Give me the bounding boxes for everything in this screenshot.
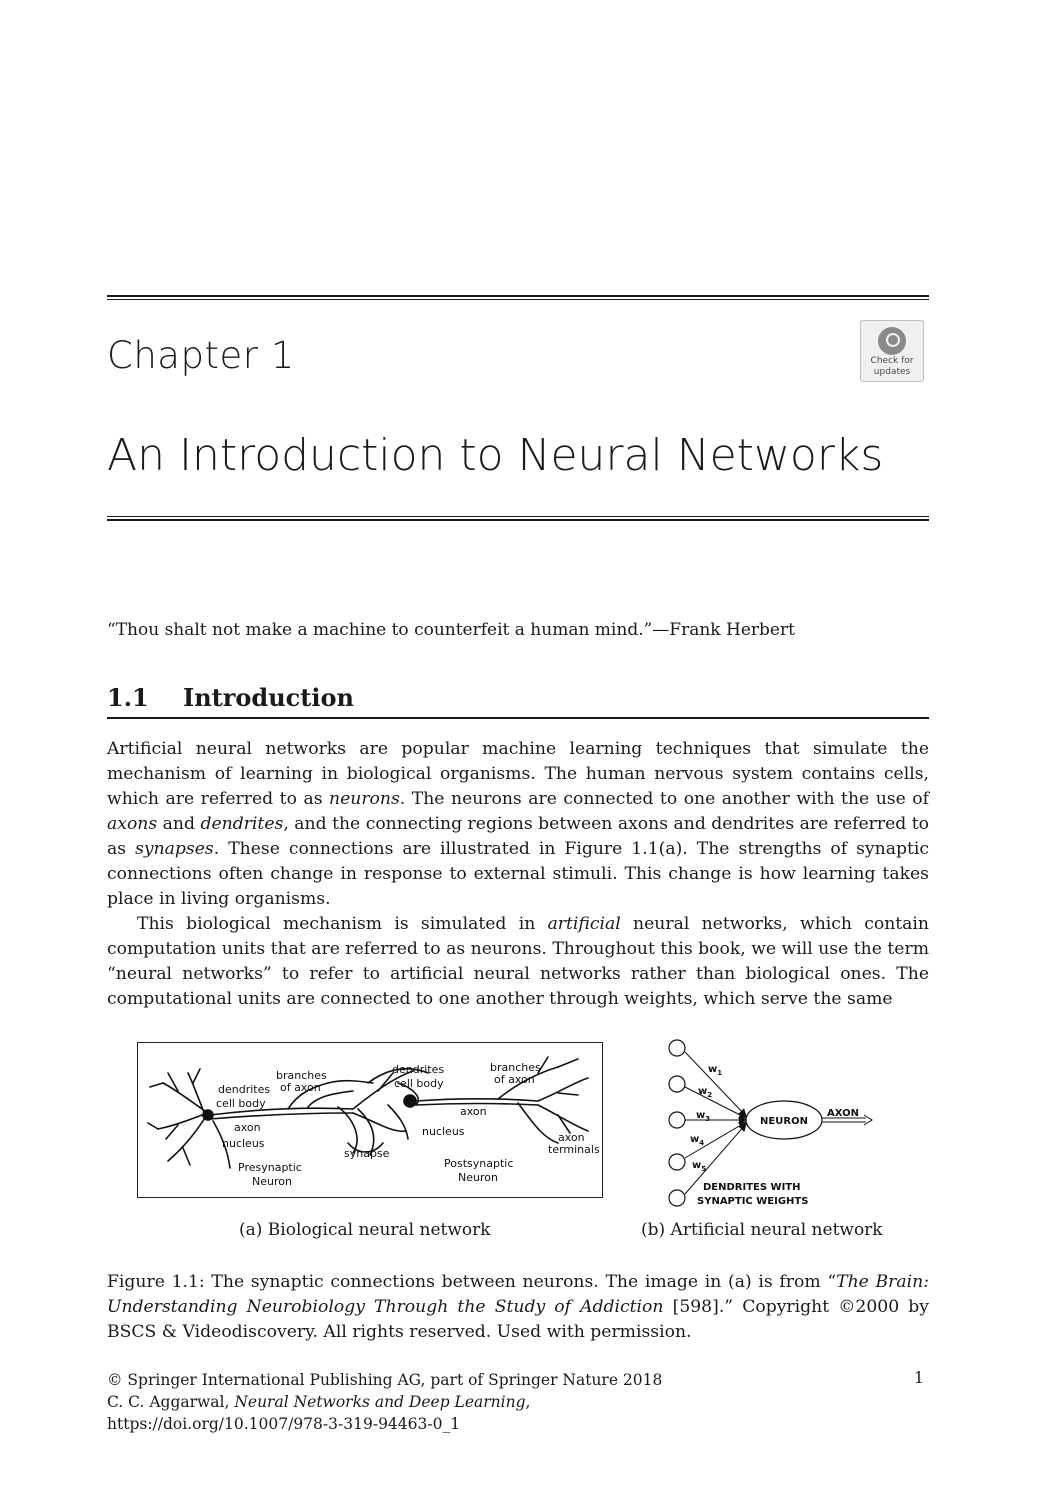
figure-caption: Figure 1.1: The synaptic connections bet… <box>107 1270 929 1345</box>
label-branches-right: branches <box>490 1061 541 1074</box>
footer-copyright: © Springer International Publishing AG, … <box>107 1371 663 1389</box>
label-axon-left: axon <box>234 1121 261 1134</box>
input-node-4 <box>668 1153 686 1171</box>
bottom-rule-2 <box>107 519 929 521</box>
figure-a-caption: (a) Biological neural network <box>239 1220 491 1240</box>
neuron-label: NEURON <box>760 1116 808 1127</box>
figure-a-frame: branches of axon dendrites cell body axo… <box>137 1042 603 1198</box>
section-heading: 1.1 Introduction <box>107 683 354 712</box>
section-rule <box>107 717 929 719</box>
label-of-axon-right: of axon <box>494 1073 535 1086</box>
dendrites-label-1: DENDRITES WITH <box>703 1182 801 1193</box>
p1-em-dendrites: dendrites <box>200 814 284 834</box>
chapter-title: An Introduction to Neural Networks <box>107 430 884 481</box>
label-cell-body-right: cell body <box>394 1077 444 1090</box>
footer-citation: C. C. Aggarwal, Neural Networks and Deep… <box>107 1391 662 1413</box>
footer-author: C. C. Aggarwal, <box>107 1393 235 1411</box>
input-node-2 <box>668 1075 686 1093</box>
label-nucleus-right: nucleus <box>422 1125 465 1138</box>
label-cell-body-left: cell body <box>216 1097 266 1110</box>
footer: © Springer International Publishing AG, … <box>107 1369 662 1435</box>
input-node-1 <box>668 1039 686 1057</box>
label-branches-left: branches <box>276 1069 327 1082</box>
label-dendrites-left: dendrites <box>218 1083 270 1096</box>
label-nucleus-left: nucleus <box>222 1137 265 1150</box>
epigraph: “Thou shalt not make a machine to counte… <box>107 620 795 640</box>
axon-arrowhead <box>863 1114 873 1126</box>
weight-label-3: w3 <box>696 1110 710 1123</box>
top-rule-2 <box>107 299 929 300</box>
label-axon-terminals-1: axon <box>558 1131 585 1144</box>
p1-text-2: . The neurons are connected to one anoth… <box>399 789 929 809</box>
body-text: Artificial neural networks are popular m… <box>107 737 929 1012</box>
edge-1 <box>684 1051 747 1117</box>
label-axon-right: axon <box>460 1105 487 1118</box>
input-node-3 <box>668 1111 686 1129</box>
top-rule-1 <box>107 295 929 297</box>
label-presynaptic: Presynaptic <box>238 1161 302 1174</box>
artificial-neuron-diagram: w1 w2 w3 w4 w5 NEURON AXON DENDRITES WIT… <box>668 1039 873 1207</box>
p2-em-artificial: artificial <box>547 914 621 934</box>
footer-comma: , <box>525 1393 531 1411</box>
label-dendrites-right: dendrites <box>392 1063 444 1076</box>
chapter-label: Chapter 1 <box>107 334 295 377</box>
label-synapse: synapse <box>344 1147 390 1160</box>
weight-label-2: w2 <box>698 1086 712 1099</box>
edge-5 <box>684 1123 747 1195</box>
p2-text-1: This biological mechanism is simulated i… <box>137 914 548 934</box>
bottom-rule-1 <box>107 516 929 517</box>
badge-text-2: updates <box>873 367 911 377</box>
p1-em-axons: axons <box>107 814 158 834</box>
weight-label-1: w1 <box>708 1064 722 1077</box>
check-for-updates-badge[interactable]: Check for updates <box>860 320 924 382</box>
p1-text-3: and <box>157 814 201 834</box>
label-postsynaptic-neuron: Neuron <box>458 1171 498 1184</box>
paragraph-2: This biological mechanism is simulated i… <box>107 912 929 1012</box>
footer-doi-link[interactable]: https://doi.org/10.1007/978-3-319-94463-… <box>107 1415 461 1433</box>
biological-neuron-drawing: branches of axon dendrites cell body axo… <box>147 1056 600 1188</box>
edge-2 <box>684 1086 747 1119</box>
badge-text-1: Check for <box>870 356 914 366</box>
section-title: Introduction <box>183 683 354 712</box>
p1-text-5: . These connections are illustrated in F… <box>107 839 929 909</box>
figure-b-caption: (b) Artificial neural network <box>641 1220 883 1240</box>
label-of-axon-left: of axon <box>280 1081 321 1094</box>
edge-4 <box>684 1121 747 1159</box>
caption-book-title: The Brain: Understanding Neurobiology Th… <box>107 1272 929 1317</box>
input-node-5 <box>668 1189 686 1207</box>
p1-text-1: Artificial neural networks are popular m… <box>107 739 929 809</box>
p1-em-synapses: synapses <box>135 839 214 859</box>
label-axon-terminals-2: terminals <box>548 1143 600 1156</box>
p1-text-4: , and the connecting regions between axo… <box>107 814 929 859</box>
caption-text-1: Figure 1.1: The synaptic connections bet… <box>107 1272 837 1292</box>
weight-label-5: w5 <box>692 1160 706 1173</box>
label-presynaptic-neuron: Neuron <box>252 1175 292 1188</box>
p1-em-neurons: neurons <box>329 789 400 809</box>
page-number: 1 <box>914 1369 924 1387</box>
label-postsynaptic: Postsynaptic <box>444 1157 513 1170</box>
section-number: 1.1 <box>107 683 149 712</box>
dendrites-label-2: SYNAPTIC WEIGHTS <box>697 1196 808 1207</box>
footer-book-title: Neural Networks and Deep Learning <box>234 1393 526 1411</box>
check-for-updates-icon <box>878 327 906 355</box>
p2-text-2: neural networks, which contain computati… <box>107 914 929 1009</box>
caption-text-2: [598].” Copyright ©2000 by BSCS & Videod… <box>107 1297 929 1342</box>
paragraph-1: Artificial neural networks are popular m… <box>107 737 929 912</box>
weight-label-4: w4 <box>690 1134 704 1147</box>
axon-label: AXON <box>827 1108 859 1119</box>
